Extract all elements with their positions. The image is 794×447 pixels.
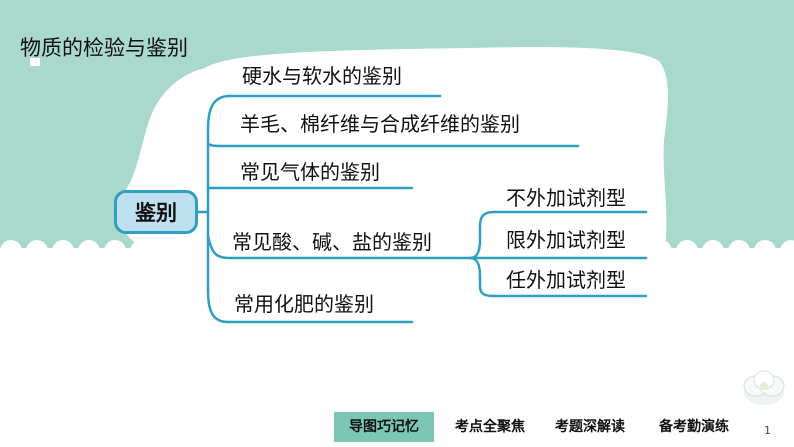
- flower-icon: [743, 370, 785, 405]
- nav-tab-key-points[interactable]: 考点全聚焦: [455, 419, 525, 435]
- sub-connector-1: [468, 210, 648, 260]
- sub-node-limited-reagent: 限外加试剂型: [506, 228, 626, 252]
- scallop: [78, 240, 100, 262]
- page-number: 1: [764, 424, 771, 437]
- scallop: [104, 240, 126, 262]
- title-mark: [30, 58, 40, 66]
- scallop: [52, 240, 74, 262]
- sub-connector-3: [468, 256, 648, 298]
- scallop: [754, 240, 776, 262]
- branch-node-fibers: 羊毛、棉纤维与合成纤维的鉴别: [240, 112, 520, 136]
- page-title: 物质的检验与鉴别: [20, 36, 188, 60]
- trunk-line: [206, 94, 232, 324]
- branch-connector-4: [206, 234, 472, 260]
- root-node: 鉴别: [114, 190, 198, 234]
- branch-node-fertilizers: 常用化肥的鉴别: [234, 292, 374, 316]
- scallop: [676, 240, 698, 262]
- branch-node-gases: 常见气体的鉴别: [240, 160, 380, 184]
- scallop: [702, 240, 724, 262]
- nav-tab-practice[interactable]: 备考勤演练: [659, 419, 729, 435]
- scallop: [728, 240, 750, 262]
- scallop: [26, 240, 48, 262]
- scallop: [0, 240, 22, 262]
- branch-connector-2: [206, 142, 580, 148]
- nav-tab-mind-map[interactable]: 导图巧记忆: [334, 412, 434, 442]
- branch-node-acid-base-salt: 常见酸、碱、盐的鉴别: [232, 230, 432, 254]
- nav-tab-exam-analysis[interactable]: 考题深解读: [555, 419, 625, 435]
- sub-node-no-reagent: 不外加试剂型: [506, 186, 626, 210]
- scallop: [780, 240, 794, 262]
- sub-node-any-reagent: 任外加试剂型: [506, 268, 626, 292]
- branch-node-hard-soft-water: 硬水与软水的鉴别: [242, 64, 402, 88]
